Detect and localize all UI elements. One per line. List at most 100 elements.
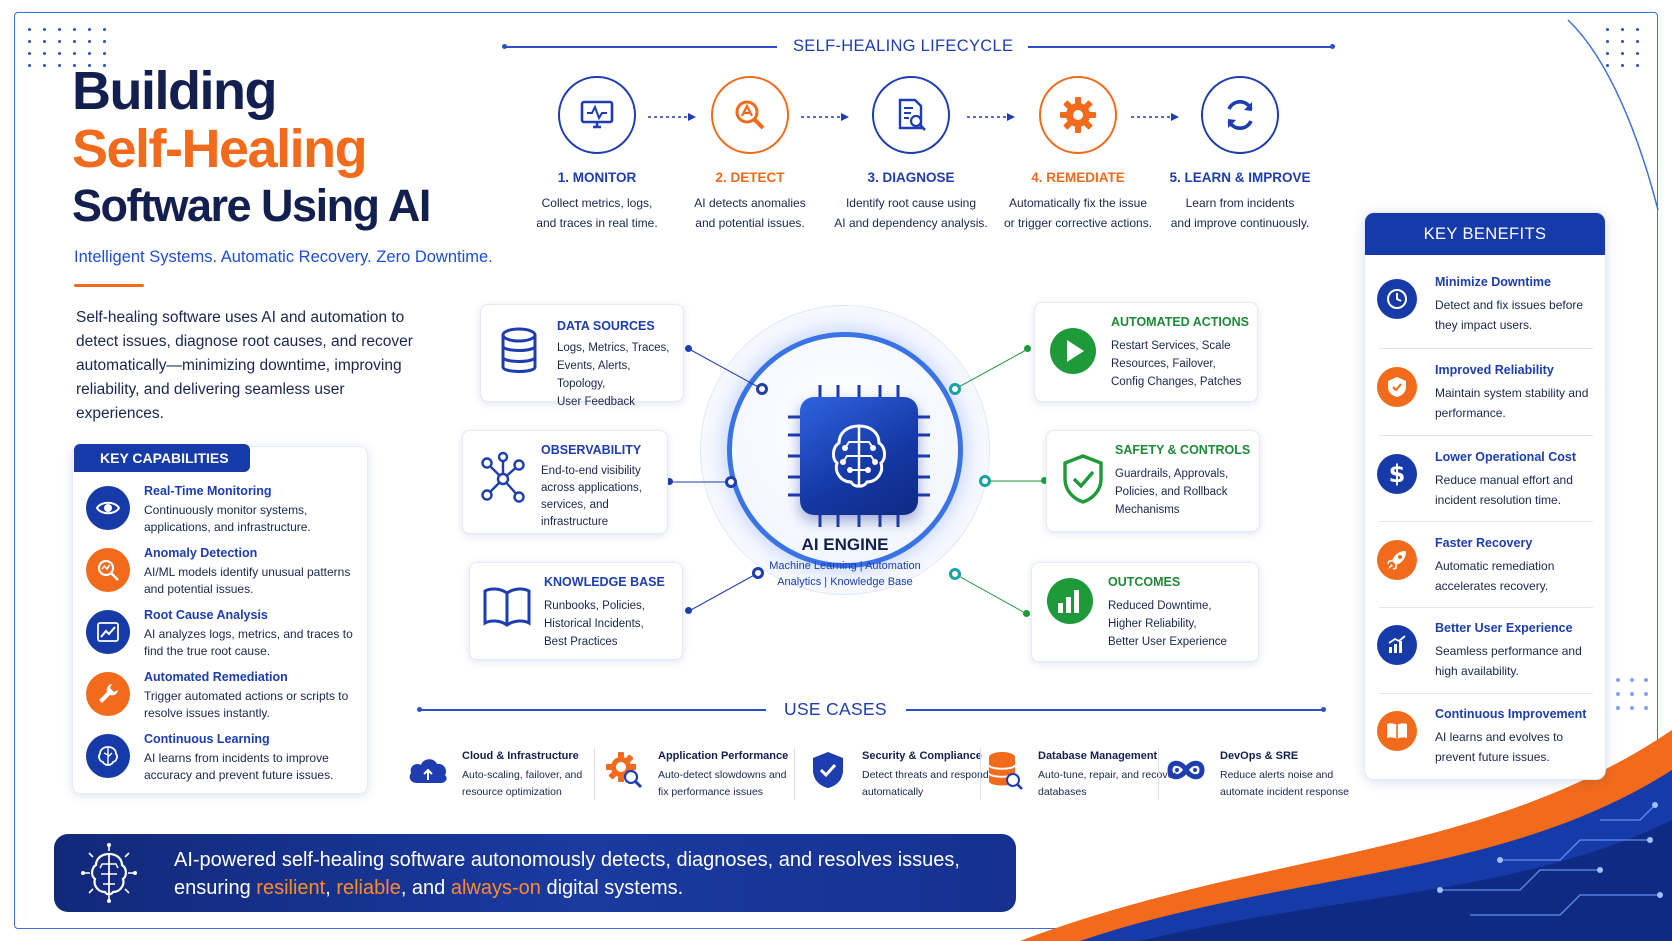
capability-desc: AI/ML models identify unusual patterns a…	[144, 565, 351, 596]
ring-node-2	[725, 476, 737, 488]
use-case-name: Cloud & Infrastructure	[462, 750, 579, 762]
use-case-database-management: Database Management Auto-tune, repair, a…	[982, 746, 1177, 802]
engine-title: AI ENGINE	[801, 535, 889, 554]
infinity-icon	[1164, 750, 1208, 790]
usecases-rule-left	[420, 709, 766, 711]
connector-dot-safety	[1041, 477, 1048, 484]
node-automated-actions: AUTOMATED ACTIONS Restart Services, Scal…	[1034, 302, 1258, 402]
use-case-separator	[980, 748, 981, 800]
lifecycle-arrow-3	[967, 113, 1015, 121]
brain-icon	[86, 734, 130, 778]
connector-dot-knowledge-base	[685, 607, 692, 614]
title-line-3: Software Using AI	[72, 180, 431, 231]
trend-chart-icon	[86, 610, 130, 654]
step-label: 4. REMEDIATE	[1031, 170, 1125, 185]
detect-icon	[711, 76, 789, 154]
use-case-security-compliance: Security & Compliance Detect threats and…	[806, 746, 996, 802]
ring-node-6	[949, 568, 961, 580]
capability-anomaly-detection: Anomaly Detection AI/ML models identify …	[86, 546, 366, 602]
connector-dot-automated-actions	[1024, 345, 1031, 352]
chart-up-icon	[1377, 625, 1417, 665]
wrench-icon	[86, 672, 130, 716]
bar-chart-icon	[1046, 577, 1094, 630]
capability-real-time-monitoring: Real-Time Monitoring Continuously monito…	[86, 484, 366, 540]
capability-name: Real-Time Monitoring	[144, 484, 272, 498]
ai-chip	[800, 397, 918, 515]
shield-icon	[1377, 367, 1417, 407]
dollar-icon: $	[1377, 454, 1417, 494]
connector-dot-data-sources	[685, 345, 692, 352]
database-icon	[499, 327, 539, 380]
step-label: 3. DIAGNOSE	[867, 170, 955, 185]
node-name: OBSERVABILITY	[541, 443, 642, 457]
step-label: 1. MONITOR	[557, 170, 637, 185]
title-line-2: Self-Healing	[72, 119, 368, 179]
connector-dot-observability	[666, 478, 673, 485]
lifecycle-heading: SELF-HEALING LIFECYCLE	[793, 37, 1014, 55]
eye-icon	[86, 486, 130, 530]
lifecycle-rule-dot-right	[1330, 44, 1335, 49]
dot-pattern-top-right	[1606, 28, 1639, 67]
usecases-rule-dot-right	[1321, 707, 1326, 712]
capability-root-cause-analysis: Root Cause Analysis AI analyzes logs, me…	[86, 608, 366, 664]
use-case-desc: Detect threats and respond automatically	[862, 769, 989, 798]
use-case-name: Security & Compliance	[862, 750, 982, 762]
highlight-resilient: resilient	[256, 877, 326, 899]
benefit-name: Minimize Downtime	[1435, 275, 1551, 289]
benefit-separator	[1379, 435, 1593, 436]
lifecycle-arrow-1	[648, 113, 696, 121]
use-case-separator	[794, 748, 795, 800]
benefit-desc: Automatic remediation accelerates recove…	[1435, 559, 1555, 593]
lifecycle-rule-right	[1028, 46, 1332, 48]
step-label: 2. DETECT	[715, 170, 785, 185]
capability-automated-remediation: Automated Remediation Trigger automated …	[86, 670, 366, 726]
cloud-icon	[406, 750, 450, 790]
benefit-name: Improved Reliability	[1435, 363, 1554, 377]
benefit-desc: Detect and fix issues before they impact…	[1435, 298, 1584, 332]
benefit-name: Better User Experience	[1435, 621, 1573, 635]
brain-circuit-icon	[76, 840, 142, 906]
chip-pins	[788, 385, 930, 527]
node-data-sources: DATA SOURCES Logs, Metrics, Traces,Event…	[480, 304, 684, 408]
usecases-rule-dot-left	[417, 707, 422, 712]
tagline: Intelligent Systems. Automatic Recovery.…	[74, 248, 493, 266]
capability-name: Automated Remediation	[144, 670, 288, 684]
benefit-name: Continuous Improvement	[1435, 707, 1587, 721]
node-desc: Reduced Downtime,Higher Reliability,Bett…	[1108, 600, 1227, 648]
book-icon	[1377, 711, 1417, 751]
use-case-name: DevOps & SRE	[1220, 750, 1299, 762]
play-icon	[1049, 327, 1097, 380]
ring-node-4	[949, 383, 961, 395]
page-title: Building Self-Healing Software Using AI	[72, 62, 431, 234]
shield-check-icon	[1061, 453, 1105, 510]
key-benefits-heading: KEY BENEFITS	[1365, 213, 1605, 255]
step-label: 5. LEARN & IMPROVE	[1169, 170, 1311, 185]
title-accent-rule	[74, 284, 144, 287]
lifecycle-rule-dot-left	[502, 44, 507, 49]
node-desc: Logs, Metrics, Traces,Events, Alerts, To…	[557, 342, 670, 408]
highlight-always-on: always-on	[450, 877, 541, 899]
magnifier-icon	[86, 548, 130, 592]
use-case-devops-sre: DevOps & SRE Reduce alerts noise and aut…	[1164, 746, 1354, 802]
shield-check-icon	[806, 750, 850, 790]
refresh-icon	[1201, 76, 1279, 154]
intro-paragraph: Self-healing software uses AI and automa…	[76, 309, 413, 422]
node-desc: Runbooks, Policies,Historical Incidents,…	[544, 600, 645, 648]
book-icon	[482, 585, 532, 634]
monitor-icon	[558, 76, 636, 154]
use-case-name: Application Performance	[658, 750, 789, 762]
capability-desc: Continuously monitor systems, applicatio…	[144, 503, 311, 534]
use-case-name: Database Management	[1038, 750, 1158, 762]
rocket-icon	[1377, 540, 1417, 580]
key-capabilities-heading: KEY CAPABILITIES	[74, 444, 250, 472]
benefit-desc: Reduce manual effort and incident resolu…	[1435, 473, 1573, 507]
database-icon	[982, 750, 1026, 790]
use-case-cloud-infrastructure: Cloud & Infrastructure Auto-scaling, fai…	[406, 746, 596, 802]
document-search-icon	[872, 76, 950, 154]
gear-icon	[1039, 76, 1117, 154]
